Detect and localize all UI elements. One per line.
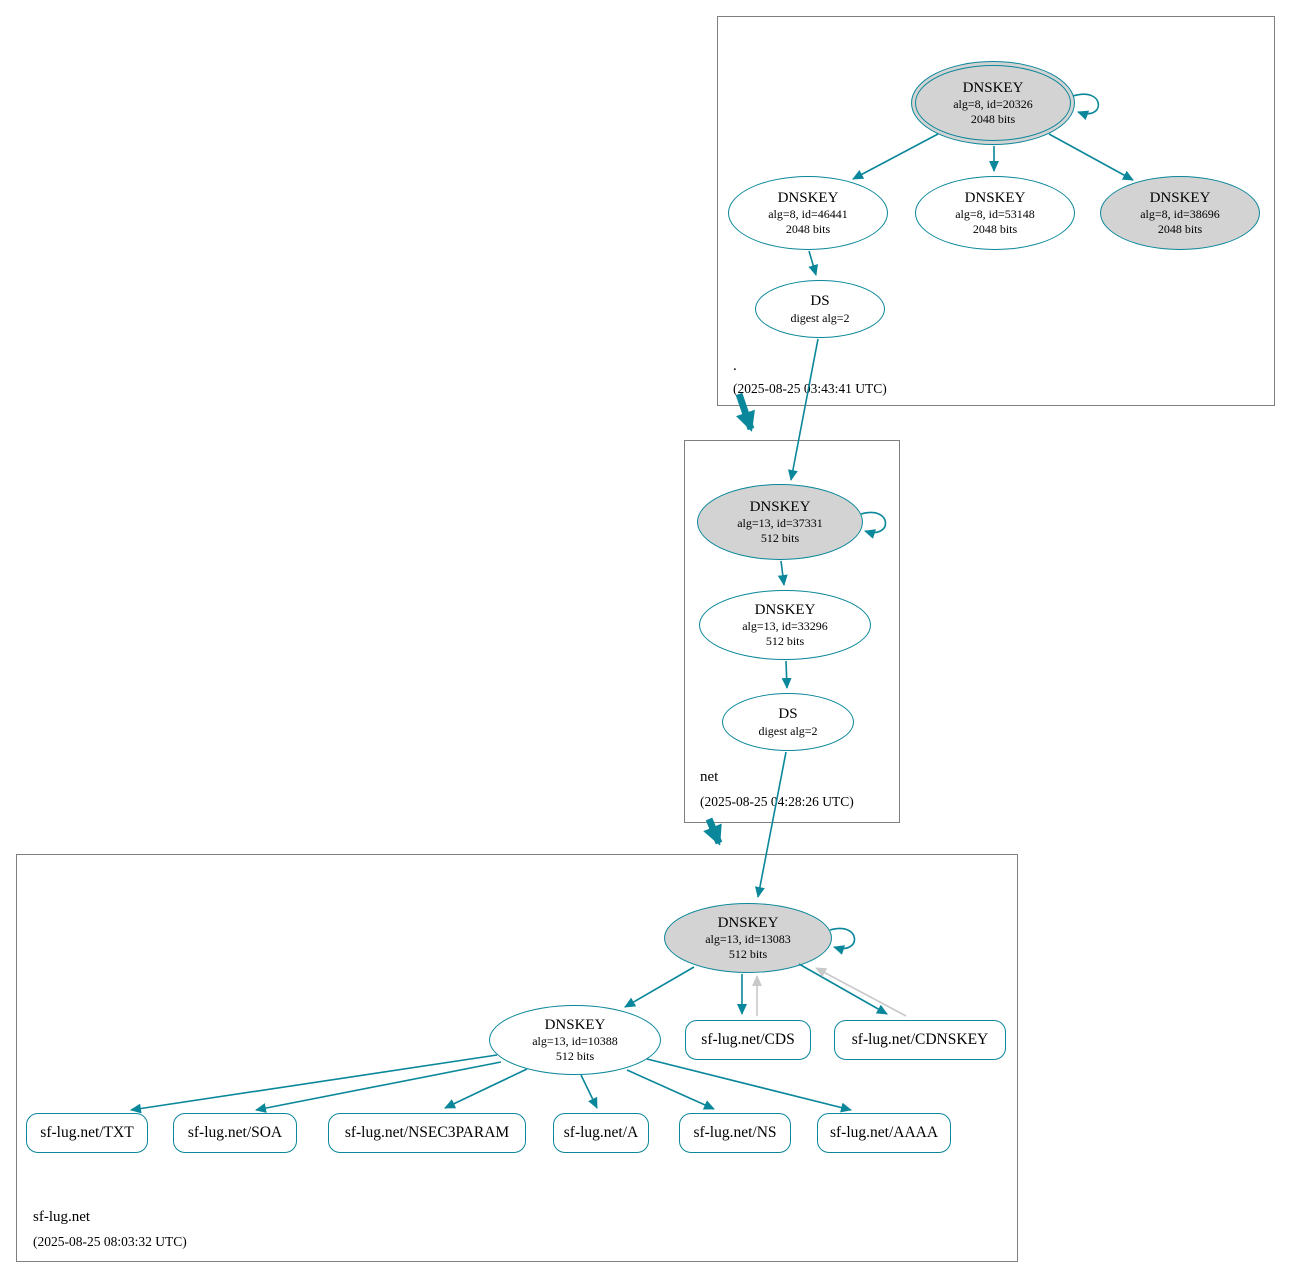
zone-root-label: . <box>733 358 737 374</box>
node-title: DNSKEY <box>544 1016 606 1033</box>
node-bits: 2048 bits <box>972 222 1018 237</box>
sflug-ksk-dnskey-node: DNSKEY alg=13, id=13083 512 bits <box>664 903 832 973</box>
node-bits: 512 bits <box>728 947 768 962</box>
zone-sflug-timestamp: (2025-08-25 08:03:32 UTC) <box>33 1234 187 1249</box>
rrset-txt: sf-lug.net/TXT <box>26 1113 148 1153</box>
net-zsk-dnskey-node: DNSKEY alg=13, id=33296 512 bits <box>699 590 871 660</box>
root-zsk-38696-node: DNSKEY alg=8, id=38696 2048 bits <box>1100 176 1260 250</box>
node-title: DNSKEY <box>749 498 811 515</box>
zone-root-timestamp: (2025-08-25 03:43:41 UTC) <box>733 381 887 396</box>
node-bits: 512 bits <box>765 634 805 649</box>
sflug-zsk-dnskey-node: DNSKEY alg=13, id=10388 512 bits <box>489 1005 661 1075</box>
node-detail: alg=13, id=13083 <box>705 932 791 947</box>
node-title: DNSKEY <box>1149 189 1211 206</box>
node-bits: 2048 bits <box>1157 222 1203 237</box>
root-zsk-53148-node: DNSKEY alg=8, id=53148 2048 bits <box>915 176 1075 250</box>
node-detail: alg=8, id=53148 <box>955 207 1035 222</box>
node-detail: alg=8, id=46441 <box>768 207 848 222</box>
node-title: DNSKEY <box>717 914 779 931</box>
node-detail: alg=13, id=33296 <box>742 619 828 634</box>
rrset-aaaa: sf-lug.net/AAAA <box>817 1113 951 1153</box>
node-bits: 512 bits <box>760 531 800 546</box>
node-title: DNSKEY <box>777 189 839 206</box>
node-detail: alg=13, id=10388 <box>532 1034 618 1049</box>
double-border-ring <box>915 65 1071 141</box>
zone-net-timestamp: (2025-08-25 04:28:26 UTC) <box>700 794 854 809</box>
root-ds-node: DS digest alg=2 <box>755 280 885 338</box>
node-detail: alg=13, id=37331 <box>737 516 823 531</box>
node-title: DNSKEY <box>964 189 1026 206</box>
net-ds-node: DS digest alg=2 <box>722 693 854 751</box>
rrset-cds: sf-lug.net/CDS <box>685 1020 811 1060</box>
node-bits: 512 bits <box>555 1049 595 1064</box>
node-detail: digest alg=2 <box>790 310 850 325</box>
node-bits: 2048 bits <box>785 222 831 237</box>
zone-sflug-box <box>16 854 1018 1262</box>
rrset-soa: sf-lug.net/SOA <box>173 1113 297 1153</box>
zone-net-label: net <box>700 769 719 785</box>
zone-root-box <box>717 16 1275 406</box>
root-ksk-dnskey-node: DNSKEY alg=8, id=20326 2048 bits <box>911 61 1075 145</box>
node-title: DS <box>778 706 798 723</box>
rrset-a: sf-lug.net/A <box>553 1113 649 1153</box>
node-detail: digest alg=2 <box>758 723 818 738</box>
zone-sflug-label: sf-lug.net <box>33 1209 91 1225</box>
net-ksk-dnskey-node: DNSKEY alg=13, id=37331 512 bits <box>697 484 863 560</box>
rrset-nsec3param: sf-lug.net/NSEC3PARAM <box>328 1113 526 1153</box>
node-title: DS <box>810 293 830 310</box>
node-title: DNSKEY <box>754 601 816 618</box>
rrset-cdnskey: sf-lug.net/CDNSKEY <box>834 1020 1006 1060</box>
node-detail: alg=8, id=38696 <box>1140 207 1220 222</box>
rrset-ns: sf-lug.net/NS <box>679 1113 791 1153</box>
root-zsk-46441-node: DNSKEY alg=8, id=46441 2048 bits <box>728 176 888 250</box>
